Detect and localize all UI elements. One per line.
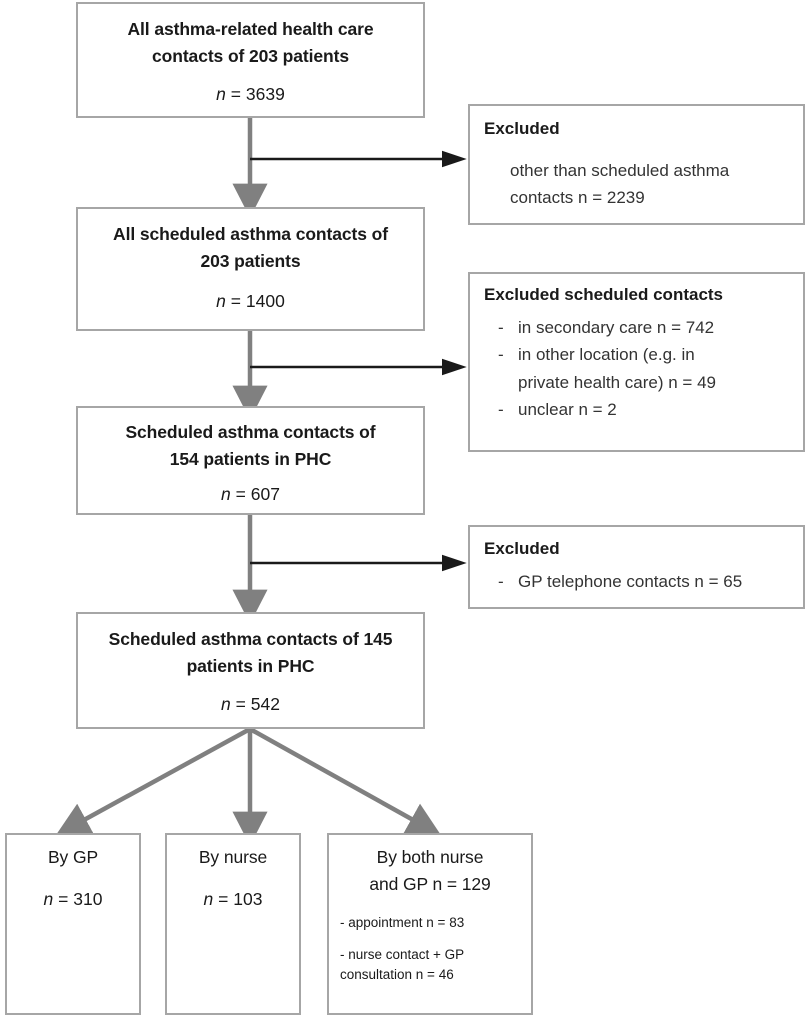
outcome-title: By nurse [198,847,268,867]
box-excluded-2: Excluded scheduled contacts - in seconda… [468,272,805,452]
outcome-note-2-line1: - nurse contact + GP [340,947,465,963]
box-by-nurse: By nurse n = 103 [165,833,301,1015]
excluded-heading: Excluded [484,119,560,138]
excluded-item-line1: other than scheduled asthma [510,160,730,180]
excluded-heading: Excluded scheduled contacts [484,285,724,304]
box-title-line2: contacts of 203 patients [152,45,349,66]
list-item: - unclear n = 2 [498,396,791,424]
list-item-text: in other location (e.g. in private healt… [518,341,791,396]
n-equals: = [58,888,69,909]
outcome-note-1: - appointment n = 83 [340,913,520,932]
box-n-value: n = 607 [78,481,423,507]
box-title-line1: All asthma-related health care [127,19,374,39]
outcome-note-2-line2: consultation n = 46 [340,966,454,982]
list-item-text: unclear n = 2 [518,400,617,420]
box-n-value: n = 3639 [78,81,423,107]
bullet-dash-icon: - [498,317,504,337]
box-n-value: n = 1400 [78,288,423,314]
outcome-title: By GP [47,847,99,867]
box-title-line1: Scheduled asthma contacts of 145 [108,629,393,649]
box-excluded-1: Excluded other than scheduled asthma con… [468,104,805,225]
excluded-item-line2: contacts n = 2239 [510,188,645,208]
box-title-line2: 154 patients in PHC [169,448,332,469]
n-symbol: n [203,888,214,909]
box-all-contacts: All asthma-related health care contacts … [76,2,425,118]
outcome-n-value: n = 103 [167,886,299,912]
n-number: 310 [73,888,103,909]
excluded-heading: Excluded [484,539,560,558]
box-excluded-3: Excluded - GP telephone contacts n = 65 [468,525,805,609]
n-symbol: n [221,484,231,505]
n-symbol: n [221,694,231,715]
arrow-fan-right [248,727,442,836]
list-item: - in other location (e.g. in private hea… [498,341,791,396]
list-item: - in secondary care n = 742 [498,314,791,342]
list-item-text: in secondary care n = 742 [518,317,715,337]
n-number: 1400 [245,291,285,312]
outcome-title-line1: By both nurse [376,847,484,867]
n-equals: = [230,291,242,312]
n-symbol: n [216,291,226,312]
n-number: 103 [233,888,263,909]
outcome-n-value: n = 310 [7,886,139,912]
box-by-both-nurse-and-gp: By both nurse and GP n = 129 - appointme… [327,833,533,1015]
n-number: 3639 [245,84,285,105]
box-title-line1: Scheduled asthma contacts of [125,422,376,442]
box-n-value: n = 542 [78,691,423,717]
n-number: 542 [250,694,280,715]
bullet-dash-icon: - [498,571,504,591]
n-equals: = [230,84,242,105]
outcome-title-line2: and GP n = 129 [369,873,491,894]
n-equals: = [235,484,246,505]
box-title-line2: patients in PHC [186,655,315,676]
list-item-line2: private health care) n = 49 [518,372,716,392]
outcome-note-1-line1: - appointment n = 83 [340,915,465,931]
box-title-line2: 203 patients [200,250,301,271]
box-by-gp: By GP n = 310 [5,833,141,1015]
box-all-scheduled: All scheduled asthma contacts of 203 pat… [76,207,425,331]
bullet-dash-icon: - [498,345,504,365]
box-scheduled-phc-145: Scheduled asthma contacts of 145 patient… [76,612,425,729]
excluded-item: other than scheduled asthma contacts n =… [484,157,789,212]
bullet-dash-icon: - [498,400,504,420]
excluded-list: - GP telephone contacts n = 65 [484,568,791,596]
outcome-note-2: - nurse contact + GP consultation n = 46 [340,945,520,983]
n-equals: = [235,694,246,715]
excluded-list: - in secondary care n = 742 - in other l… [484,314,791,424]
n-number: 607 [250,484,280,505]
n-symbol: n [43,888,54,909]
box-scheduled-phc-154: Scheduled asthma contacts of 154 patient… [76,406,425,515]
list-item-text: GP telephone contacts n = 65 [518,571,743,591]
list-item: - GP telephone contacts n = 65 [498,568,791,596]
n-equals: = [218,888,229,909]
box-title-line1: All scheduled asthma contacts of [113,224,388,244]
arrow-fan-left [55,727,252,836]
list-item-line1: in other location (e.g. in [518,345,695,365]
n-symbol: n [216,84,226,105]
